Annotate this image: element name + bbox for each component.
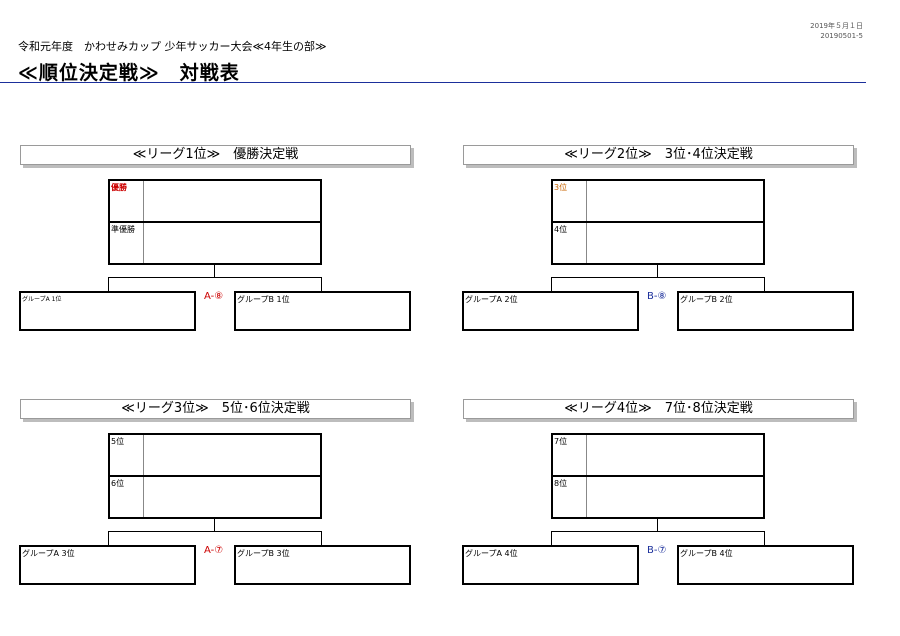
team-box-left: グループA 3位 bbox=[19, 545, 196, 585]
standing-label-bottom: 6位 bbox=[111, 479, 125, 488]
standing-label-bottom: 準優勝 bbox=[111, 225, 135, 234]
bracket-line bbox=[321, 531, 322, 545]
bracket-line bbox=[214, 519, 215, 531]
standing-box-top: 3位 bbox=[551, 179, 765, 223]
match-number: A-⑧ bbox=[204, 291, 224, 302]
team-label-left: グループA 1位 bbox=[22, 296, 62, 303]
team-label-right: グループB 1位 bbox=[237, 295, 290, 304]
page-subtitle: 令和元年度 かわせみカップ 少年サッカー大会≪4年生の部≫ bbox=[18, 40, 327, 53]
team-label-left: グループA 2位 bbox=[465, 295, 518, 304]
page-title: ≪順位決定戦≫ 対戦表 bbox=[18, 62, 240, 84]
team-label-left: グループA 4位 bbox=[465, 549, 518, 558]
bracket-header: ≪リーグ2位≫ 3位･4位決定戦 bbox=[463, 145, 854, 165]
bracket-line bbox=[214, 265, 215, 277]
standing-box-bottom: 4位 bbox=[551, 221, 765, 265]
team-label-right: グループB 3位 bbox=[237, 549, 290, 558]
title-rule bbox=[0, 82, 866, 83]
team-label-left: グループA 3位 bbox=[22, 549, 75, 558]
bracket-line bbox=[108, 277, 322, 278]
standing-box-top: 7位 bbox=[551, 433, 765, 477]
bracket-line bbox=[657, 519, 658, 531]
team-label-right: グループB 2位 bbox=[680, 295, 733, 304]
bracket-line bbox=[657, 265, 658, 277]
bracket-line bbox=[551, 531, 552, 545]
bracket-line bbox=[108, 277, 109, 291]
standing-box-bottom: 8位 bbox=[551, 475, 765, 519]
standing-box-top: 優勝 bbox=[108, 179, 322, 223]
team-box-right: グループB 2位 bbox=[677, 291, 854, 331]
team-box-left: グループA 4位 bbox=[462, 545, 639, 585]
standing-box-bottom: 準優勝 bbox=[108, 221, 322, 265]
bracket-header: ≪リーグ3位≫ 5位･6位決定戦 bbox=[20, 399, 411, 419]
bracket-header: ≪リーグ1位≫ 優勝決定戦 bbox=[20, 145, 411, 165]
team-box-right: グループB 1位 bbox=[234, 291, 411, 331]
team-box-left: グループA 2位 bbox=[462, 291, 639, 331]
document-date: 2019年５月１日 bbox=[810, 22, 863, 30]
standing-label-top: 7位 bbox=[554, 437, 568, 446]
bracket-line bbox=[764, 277, 765, 291]
standing-label-top: 優勝 bbox=[111, 183, 127, 192]
match-number: B-⑧ bbox=[647, 291, 667, 302]
document-code: 20190501-5 bbox=[820, 32, 863, 40]
bracket-line bbox=[764, 531, 765, 545]
team-box-right: グループB 3位 bbox=[234, 545, 411, 585]
bracket-line bbox=[321, 277, 322, 291]
bracket-line bbox=[108, 531, 109, 545]
team-box-right: グループB 4位 bbox=[677, 545, 854, 585]
standing-label-bottom: 8位 bbox=[554, 479, 568, 488]
bracket-line bbox=[551, 277, 765, 278]
bracket-line bbox=[108, 531, 322, 532]
standing-box-bottom: 6位 bbox=[108, 475, 322, 519]
standing-label-top: 5位 bbox=[111, 437, 125, 446]
bracket-line bbox=[551, 531, 765, 532]
match-number: B-⑦ bbox=[647, 545, 667, 556]
team-box-left: グループA 1位 bbox=[19, 291, 196, 331]
standing-label-top: 3位 bbox=[554, 183, 568, 192]
team-label-right: グループB 4位 bbox=[680, 549, 733, 558]
standing-label-bottom: 4位 bbox=[554, 225, 568, 234]
standing-box-top: 5位 bbox=[108, 433, 322, 477]
bracket-header: ≪リーグ4位≫ 7位･8位決定戦 bbox=[463, 399, 854, 419]
bracket-line bbox=[551, 277, 552, 291]
match-number: A-⑦ bbox=[204, 545, 224, 556]
